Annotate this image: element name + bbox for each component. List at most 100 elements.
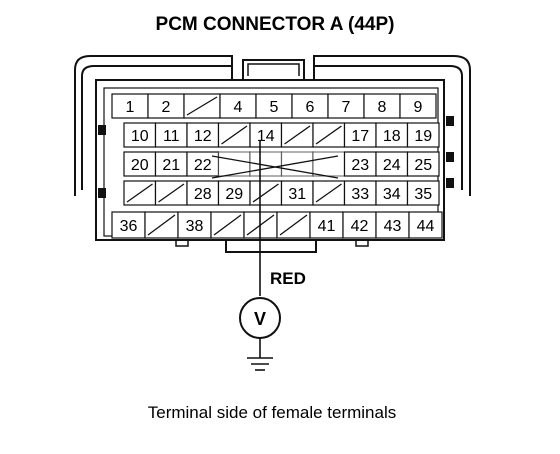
terminal-blank xyxy=(312,122,346,148)
terminal-number: 31 xyxy=(288,186,306,203)
terminal-14: 14 xyxy=(249,122,283,148)
terminal-34: 34 xyxy=(375,180,409,206)
terminal-cell xyxy=(343,122,377,148)
unused-terminal-slash xyxy=(213,214,242,236)
terminal-cell xyxy=(406,180,440,206)
terminal-cell xyxy=(363,93,401,119)
terminal-10: 10 xyxy=(123,122,157,148)
terminal-25: 25 xyxy=(406,151,440,177)
terminal-number: 42 xyxy=(351,218,369,235)
terminal-11: 11 xyxy=(154,122,188,148)
terminal-number: 5 xyxy=(270,99,279,116)
terminal-number: 35 xyxy=(414,186,432,203)
terminal-blank xyxy=(249,180,283,206)
terminal-number: 23 xyxy=(351,157,369,174)
terminal-cell xyxy=(408,211,443,239)
voltmeter-letter: V xyxy=(254,309,266,329)
terminal-cell xyxy=(342,211,377,239)
terminal-number: 24 xyxy=(383,157,401,174)
terminal-36: 36 xyxy=(111,211,146,239)
terminal-12: 12 xyxy=(186,122,220,148)
terminal-blank xyxy=(210,211,245,239)
terminal-42: 42 xyxy=(342,211,377,239)
terminal-cell xyxy=(343,180,377,206)
terminal-19: 19 xyxy=(406,122,440,148)
unused-terminal-slash xyxy=(158,183,185,203)
terminal-blank xyxy=(217,122,251,148)
terminal-43: 43 xyxy=(375,211,410,239)
terminal-number: 17 xyxy=(351,128,369,145)
terminal-cell xyxy=(406,151,440,177)
unused-terminal-slash xyxy=(284,125,311,145)
terminal-cell xyxy=(399,93,437,119)
terminal-number: 20 xyxy=(131,157,149,174)
terminal-28: 28 xyxy=(186,180,220,206)
terminal-cell xyxy=(280,151,314,177)
unused-terminal-slash xyxy=(252,183,279,203)
terminal-cell xyxy=(406,122,440,148)
terminal-blank xyxy=(183,93,221,119)
terminal-31: 31 xyxy=(280,180,314,206)
terminal-4: 4 xyxy=(219,93,257,119)
terminal-blank xyxy=(276,211,311,239)
terminal-23: 23 xyxy=(343,151,377,177)
terminal-number: 10 xyxy=(131,128,149,145)
diagram-caption: Terminal side of female terminals xyxy=(148,403,396,422)
terminal-6: 6 xyxy=(291,93,329,119)
terminal-cell xyxy=(249,122,283,148)
wire-color-label: RED xyxy=(270,269,306,288)
terminal-29: 29 xyxy=(217,180,251,206)
terminal-number: 2 xyxy=(162,99,171,116)
terminal-number: 38 xyxy=(186,218,204,235)
terminal-2: 2 xyxy=(147,93,185,119)
unused-terminal-slash xyxy=(279,214,308,236)
terminal-number: 8 xyxy=(378,99,387,116)
terminal-cell xyxy=(123,151,157,177)
terminal-33: 33 xyxy=(343,180,377,206)
terminal-7: 7 xyxy=(327,93,365,119)
terminal-blank xyxy=(312,180,346,206)
terminal-number: 22 xyxy=(194,157,212,174)
terminal-cell xyxy=(327,93,365,119)
unused-terminal-slash xyxy=(315,183,342,203)
terminal-number: 4 xyxy=(234,99,243,116)
terminal-cell xyxy=(375,180,409,206)
terminal-blank xyxy=(312,151,346,177)
terminal-cell xyxy=(375,151,409,177)
terminal-number: 14 xyxy=(257,128,275,145)
terminal-cell xyxy=(309,211,344,239)
cross-pattern xyxy=(211,155,339,179)
terminal-blank xyxy=(154,180,188,206)
terminal-number: 36 xyxy=(120,218,138,235)
terminal-number: 33 xyxy=(351,186,369,203)
terminal-cell xyxy=(123,122,157,148)
terminal-20: 20 xyxy=(123,151,157,177)
terminal-24: 24 xyxy=(375,151,409,177)
terminal-8: 8 xyxy=(363,93,401,119)
terminal-cell xyxy=(177,211,212,239)
terminal-cell xyxy=(186,180,220,206)
terminal-number: 1 xyxy=(126,99,135,116)
terminal-41: 41 xyxy=(309,211,344,239)
terminal-35: 35 xyxy=(406,180,440,206)
terminal-number: 43 xyxy=(384,218,402,235)
terminal-38: 38 xyxy=(177,211,212,239)
terminal-number: 21 xyxy=(162,157,180,174)
terminal-number: 18 xyxy=(383,128,401,145)
terminal-21: 21 xyxy=(154,151,188,177)
unused-terminal-slash xyxy=(186,96,218,116)
terminal-number: 25 xyxy=(414,157,432,174)
terminal-number: 19 xyxy=(414,128,432,145)
terminal-cell xyxy=(312,151,346,177)
terminal-number: 34 xyxy=(383,186,401,203)
terminal-cell xyxy=(375,122,409,148)
terminal-cell xyxy=(343,151,377,177)
terminal-17: 17 xyxy=(343,122,377,148)
terminal-cell xyxy=(219,93,257,119)
terminal-cell xyxy=(255,93,293,119)
unused-terminal-slash xyxy=(126,183,153,203)
terminal-number: 29 xyxy=(225,186,243,203)
voltmeter-icon: V xyxy=(239,297,281,358)
terminal-number: 41 xyxy=(318,218,336,235)
